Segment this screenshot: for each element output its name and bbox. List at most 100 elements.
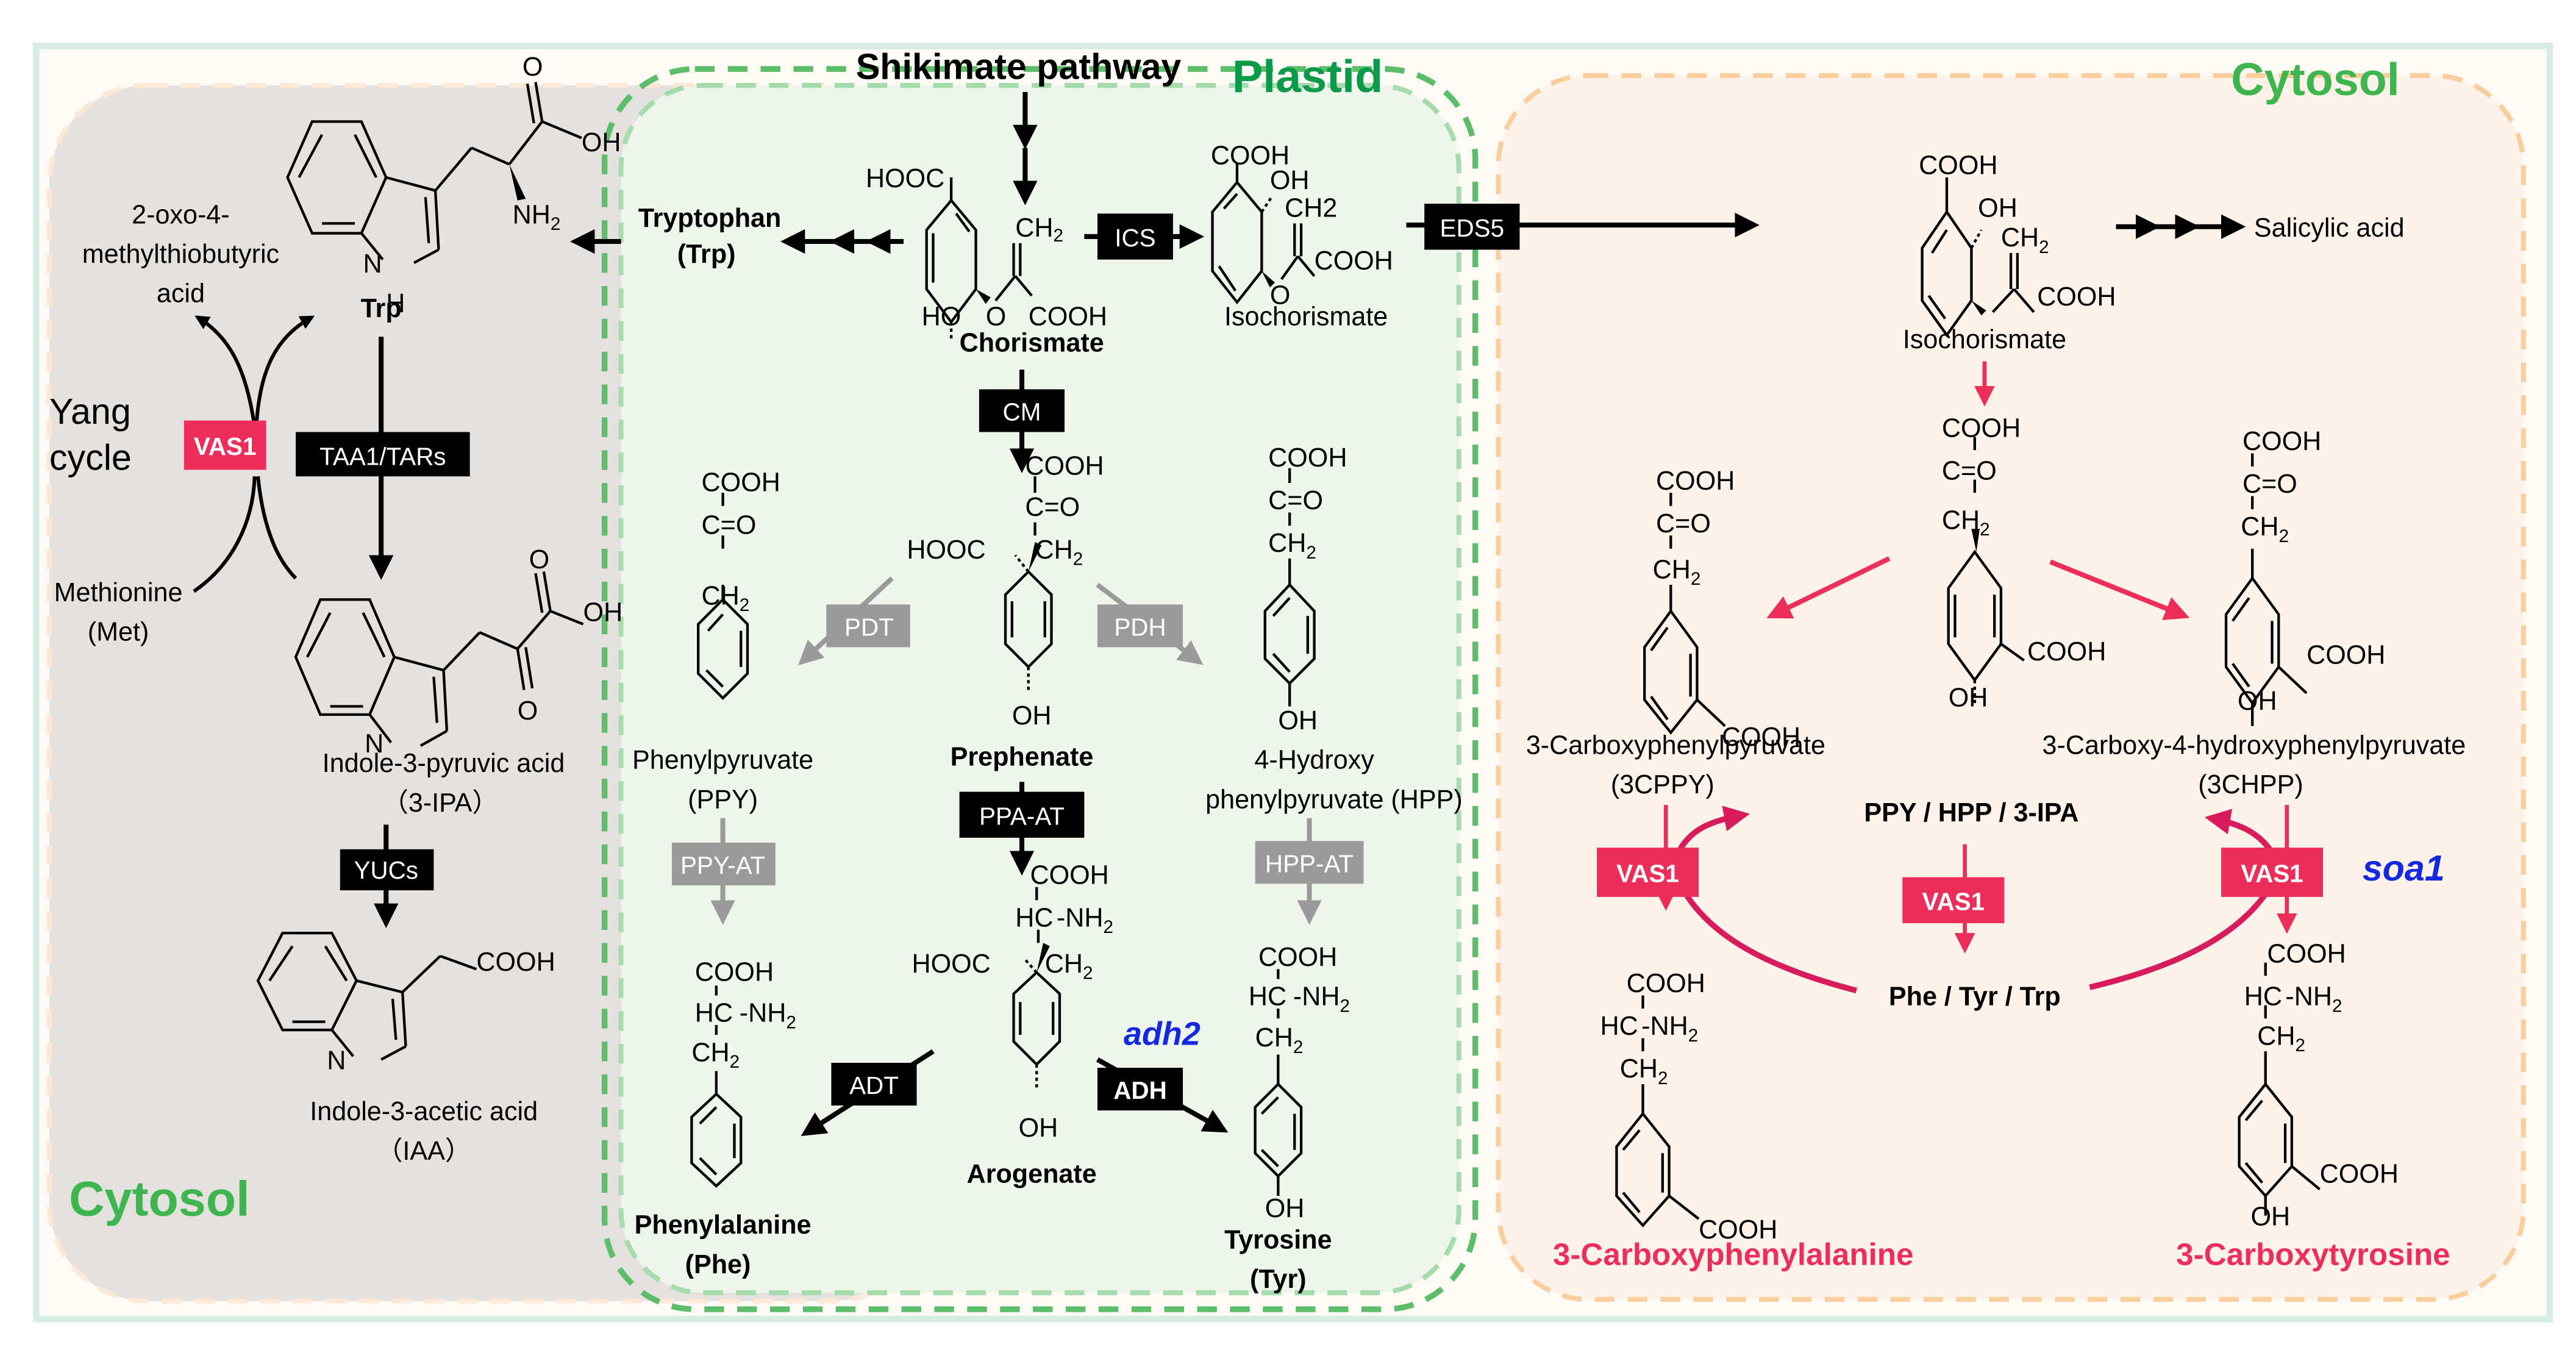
enzyme-pdh[interactable]: PDH xyxy=(1097,604,1183,648)
yang-arrow-from-met xyxy=(193,476,257,593)
eds5-label: EDS5 xyxy=(1440,214,1504,242)
isochorismate-plastid-structure xyxy=(1211,162,1316,305)
phe-hc-nh2: HC-NH2 xyxy=(695,999,796,1033)
ipa-oh-label: OH xyxy=(583,598,623,627)
enzyme-taa1-tars[interactable]: TAA1/TARs xyxy=(296,432,470,477)
iaa-n-label: N xyxy=(327,1046,346,1076)
phe-cooh: COOH xyxy=(695,957,774,987)
3chpp-name-line2: (3CHPP) xyxy=(2198,770,2303,799)
isochorismate-c-cooh: COOH xyxy=(2037,282,2116,312)
yang-cycle-line1: Yang xyxy=(49,391,131,432)
chorismate-structure xyxy=(925,177,1033,338)
enzyme-ppa-at[interactable]: PPA-AT xyxy=(959,791,1085,838)
trp-nh2-label: NH2 xyxy=(513,200,561,234)
prephenate-ch2: CH2 xyxy=(1035,535,1083,570)
ipa-name-line2: （3-IPA） xyxy=(382,788,499,818)
phe-ch2: CH2 xyxy=(691,1038,740,1072)
arogenate-ch2: CH2 xyxy=(1045,949,1093,984)
hpp-co: C=O xyxy=(1268,486,1323,515)
tyr-oh: OH xyxy=(1265,1194,1305,1223)
product-3-carboxyphenylalanine: 3-Carboxyphenylalanine xyxy=(1553,1237,1914,1271)
central-co: C=O xyxy=(1942,457,1997,486)
enzyme-hpp-at[interactable]: HPP-AT xyxy=(1255,841,1364,884)
tyr-cooh: COOH xyxy=(1258,943,1337,972)
tryptophan-line2: (Trp) xyxy=(677,240,736,269)
tyr-hc-nh2: HC-NH2 xyxy=(1249,982,1350,1017)
vas1-left-label: VAS1 xyxy=(1616,860,1679,888)
enzyme-vas1-right-left[interactable]: VAS1 xyxy=(1597,848,1699,897)
vas1-mid-label: VAS1 xyxy=(1922,887,1985,915)
yucs-label: YUCs xyxy=(354,856,418,884)
chorismate-cooh-label: COOH xyxy=(1029,302,1107,331)
enzyme-pdt[interactable]: PDT xyxy=(826,604,910,648)
vas1-right-label: VAS1 xyxy=(2241,860,2303,888)
trp-h-label: H xyxy=(386,289,405,318)
enzyme-ics[interactable]: ICS xyxy=(1097,213,1173,260)
3chpp-co: C=O xyxy=(2242,470,2297,499)
vas1-label: VAS1 xyxy=(194,432,257,460)
ctyr-cooh-ring: COOH xyxy=(2320,1160,2399,1189)
ppy-at-label: PPY-AT xyxy=(680,851,765,879)
ipa-o1-label: O xyxy=(529,545,550,574)
central-oh: OH xyxy=(1949,683,1988,712)
ipa-structure xyxy=(294,571,584,747)
oxo-acid-line3: acid xyxy=(157,279,205,309)
ppa-at-label: PPA-AT xyxy=(979,802,1065,830)
prephenate-hooc: HOOC xyxy=(907,535,985,565)
cphe-hc-nh2: HC-NH2 xyxy=(1600,1012,1698,1046)
iaa-name-line2: （IAA） xyxy=(376,1137,471,1166)
hpp-at-label: HPP-AT xyxy=(1265,849,1354,877)
chorismate-o-label: O xyxy=(986,302,1007,331)
tyr-structure xyxy=(1254,969,1303,1196)
enzyme-vas1-right-mid[interactable]: VAS1 xyxy=(1902,877,2005,923)
arogenate-cooh: COOH xyxy=(1030,860,1108,890)
enzyme-ppy-at[interactable]: PPY-AT xyxy=(672,842,776,886)
ppy-ch2: CH2 xyxy=(702,581,750,615)
ppy-co: C=O xyxy=(702,511,757,540)
isochorismate-p-o: O xyxy=(1270,280,1291,310)
plastid-compartment-outer xyxy=(601,66,1479,1312)
tyr-ch2: CH2 xyxy=(1255,1023,1304,1057)
central-intermediate-structure xyxy=(1947,437,2025,703)
prephenate-oh: OH xyxy=(1012,701,1052,731)
methionine-line2: (Met) xyxy=(88,618,149,647)
oxo-acid-line1: 2-oxo-4- xyxy=(132,200,229,229)
arogenate-name: Arogenate xyxy=(967,1160,1097,1189)
trp-o-label: O xyxy=(523,52,543,82)
phe-structure xyxy=(690,985,743,1188)
prephenate-cooh: COOH xyxy=(1025,452,1104,481)
salicylic-acid-label: Salicylic acid xyxy=(2254,213,2405,243)
cphe-ch2: CH2 xyxy=(1620,1054,1668,1088)
3chpp-oh: OH xyxy=(2238,687,2277,716)
enzyme-yucs[interactable]: YUCs xyxy=(340,849,434,891)
amino-acids-label: Phe / Tyr / Trp xyxy=(1889,982,2061,1012)
to-3cppy-arrow xyxy=(1766,556,1891,619)
plastid-compartment xyxy=(618,83,1461,1296)
soa1-mutant-label: soa1 xyxy=(2363,848,2445,888)
isochorismate-c-oh: OH xyxy=(1978,194,2018,223)
pdh-label: PDH xyxy=(1114,613,1166,641)
3cppy-co: C=O xyxy=(1656,509,1711,538)
trp-name: Trp xyxy=(361,294,402,323)
chorismate-hooc-label: HOOC xyxy=(866,164,944,193)
adt-label: ADT xyxy=(849,1071,899,1099)
keto-donors-label: PPY / HPP / 3-IPA xyxy=(1864,798,2078,827)
enzyme-adt[interactable]: ADT xyxy=(831,1062,917,1106)
isochorismate-p-oh: OH xyxy=(1270,166,1310,195)
ipa-n-label: N xyxy=(365,729,384,759)
enzyme-vas1-left-panel[interactable]: VAS1 xyxy=(184,420,266,470)
product-3-carboxytyrosine: 3-Carboxytyrosine xyxy=(2176,1237,2450,1271)
enzyme-eds5[interactable]: EDS5 xyxy=(1424,204,1520,250)
3-carboxytyrosine-structure xyxy=(2238,962,2321,1216)
enzyme-adh[interactable]: ADH xyxy=(1097,1068,1183,1111)
ics-label: ICS xyxy=(1115,224,1155,252)
enzyme-cm[interactable]: CM xyxy=(979,389,1065,432)
trp-oh-label: OH xyxy=(582,128,621,157)
ppy-structure xyxy=(697,493,749,700)
enzyme-vas1-right-right[interactable]: VAS1 xyxy=(2221,848,2324,897)
isochorismate-plastid-name: Isochorismate xyxy=(1224,302,1388,331)
yang-cycle-line2: cycle xyxy=(49,437,132,477)
left-cytosol-label: Cytosol xyxy=(69,1171,249,1226)
pdt-label: PDT xyxy=(844,613,894,641)
